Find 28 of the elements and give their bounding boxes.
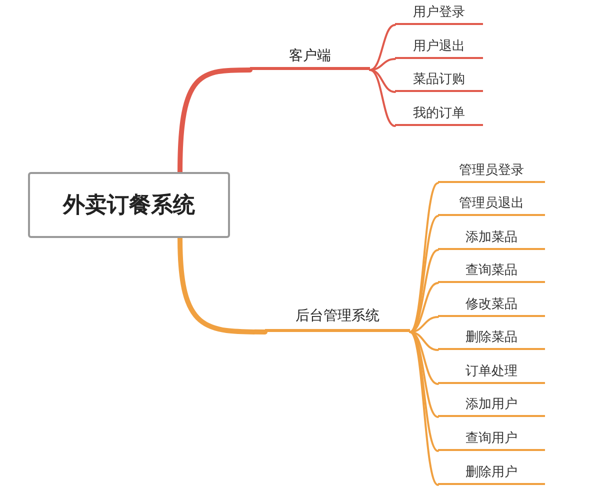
subtopic: 订单处理 [438,360,545,384]
branch-line [369,69,396,93]
branch-line [369,69,396,127]
branch-line [409,249,439,333]
subtopic: 管理员登录 [438,159,545,183]
subtopic: 管理员退出 [438,192,545,216]
subtopic: 菜品订购 [395,68,483,92]
subtopic: 删除菜品 [438,326,545,350]
branch-line [409,182,439,333]
branch-line [178,68,252,174]
branch-line [369,24,396,71]
subtopic: 用户退出 [395,35,483,59]
branch-line [409,282,439,333]
branch-line [409,331,439,486]
branch-line [409,331,439,418]
branch-line [409,215,439,333]
subtopic: 用户登录 [395,1,483,25]
subtopic: 删除用户 [438,461,545,485]
root-topic-box: 外卖订餐系统 [28,172,230,238]
subtopic: 我的订单 [395,102,483,126]
subtopic: 添加菜品 [438,226,545,250]
subtopic: 查询用户 [438,427,545,451]
branch-topic: 客户端 [250,44,370,70]
branch-line [178,236,268,334]
subtopic: 添加用户 [438,393,545,417]
subtopic: 修改菜品 [438,293,545,317]
branch-topic: 后台管理系统 [265,302,410,332]
subtopic: 查询菜品 [438,259,545,283]
